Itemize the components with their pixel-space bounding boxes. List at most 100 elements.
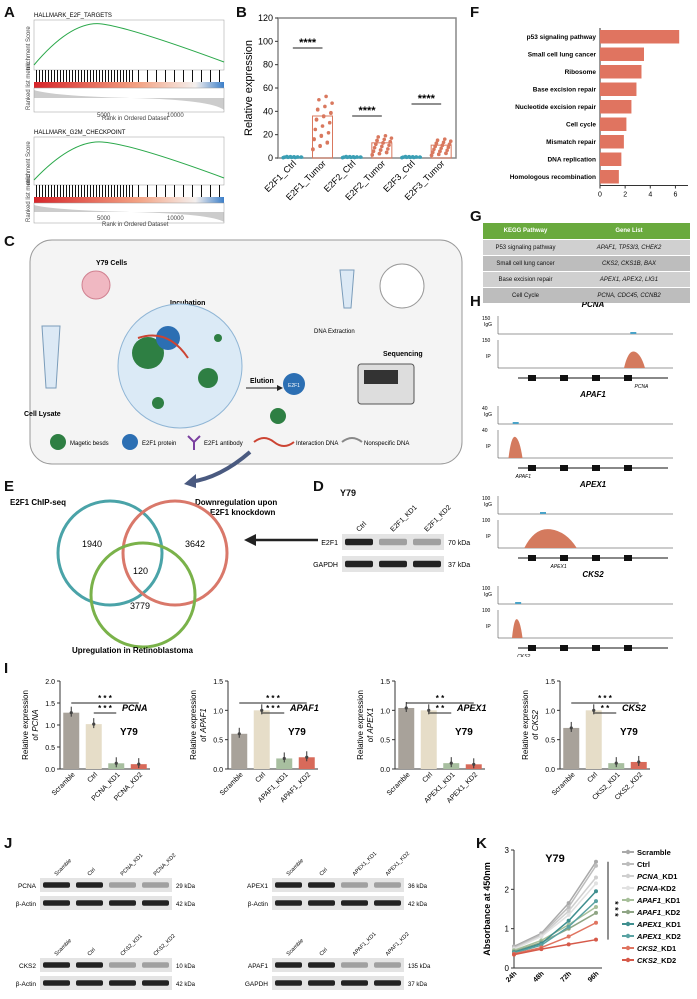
i-bar xyxy=(398,707,415,769)
b-point xyxy=(318,143,322,148)
blot-membrane xyxy=(40,976,172,990)
panel-label-a: A xyxy=(4,4,15,21)
b-point xyxy=(324,94,328,99)
h-ip-peak xyxy=(512,619,523,638)
k-point xyxy=(566,934,571,939)
svg-text:Magetic besds: Magetic besds xyxy=(70,441,109,447)
blot-band xyxy=(275,962,302,968)
i-cell-line: Y79 xyxy=(620,727,638,738)
i-cell-line: Y79 xyxy=(288,727,306,738)
b-point xyxy=(377,151,382,156)
h-ip-max: 40 xyxy=(482,428,488,434)
i-ytick-label: 1.0 xyxy=(213,708,223,715)
f-bar xyxy=(600,47,644,61)
b-point xyxy=(435,138,440,143)
h-ip-max: 100 xyxy=(482,518,491,524)
i-point xyxy=(92,722,96,726)
b-ytick-label: 120 xyxy=(258,13,273,23)
kegg-pathway: P53 signaling pathway xyxy=(495,244,556,251)
f-bar xyxy=(600,65,642,79)
blot-row-name: APAF1 xyxy=(248,963,268,970)
i-xtick-label: Ctrl xyxy=(87,771,100,784)
svg-text:Nonspecific DNA: Nonspecific DNA xyxy=(364,441,409,447)
i-point xyxy=(114,761,118,765)
k-point xyxy=(594,899,598,904)
blot-lane-label: Scamble xyxy=(54,938,73,957)
panel-label-f: F xyxy=(470,4,480,21)
i-point xyxy=(569,726,573,730)
b-ytick-label: 20 xyxy=(263,130,273,140)
venn-count-b: 3642 xyxy=(185,539,205,549)
svg-text:Ranked list metric: Ranked list metric xyxy=(26,174,32,222)
b-point xyxy=(384,150,389,155)
k-legend-label: APAF1_KD1 xyxy=(636,896,680,905)
b-ytick-label: 0 xyxy=(268,153,273,163)
h-igg-signal xyxy=(540,512,546,514)
blot-band xyxy=(43,900,70,906)
k-legend-label: PCNA-KD2 xyxy=(637,884,676,893)
panel-c-workflow: Y79 Cells Cell Lysate Incubation Elution… xyxy=(24,239,463,465)
panel-d-title: Y79 xyxy=(340,488,357,498)
blot-band xyxy=(374,900,401,906)
k-point xyxy=(594,889,598,894)
i-sig-label: * * * xyxy=(98,704,113,713)
venn-circle-a xyxy=(56,499,164,607)
b-point xyxy=(438,149,442,153)
venn-circle-b xyxy=(121,499,229,607)
k-ytick-label: 1 xyxy=(505,925,510,934)
blot-row-name: β-Actin xyxy=(16,981,37,988)
b-point xyxy=(312,137,316,141)
i-ylabel: Relative expressionof APAF1 xyxy=(189,690,208,760)
b-point xyxy=(434,141,439,145)
k-legend-label: APEX1_KD2 xyxy=(636,932,681,941)
blot-lane-label: APAF1_KD2 xyxy=(385,931,411,957)
k-legend-label: APEX1_KD1 xyxy=(636,920,681,929)
i-xtick-label: Scramble xyxy=(386,771,412,797)
b-point xyxy=(358,155,363,159)
b-point xyxy=(372,145,377,150)
f-category-label: Mismatch repair xyxy=(546,139,596,146)
i-xtick-label: Scramble xyxy=(219,771,245,797)
blot-lane-label: APEX1_KD2 xyxy=(385,851,412,878)
b-point xyxy=(412,155,416,160)
b-point xyxy=(314,117,319,122)
k-point xyxy=(512,952,516,957)
i-ytick-label: 1.5 xyxy=(545,679,555,686)
blot-lane-label: CKS2_KD2 xyxy=(153,933,177,957)
elution-label: Elution xyxy=(250,378,274,385)
f-xtick-label: 0 xyxy=(598,192,602,199)
blot-band xyxy=(413,538,441,546)
i-cell-line: Y79 xyxy=(455,727,473,738)
k-point xyxy=(594,863,598,868)
blot-membrane xyxy=(272,896,404,910)
i-point xyxy=(592,708,596,712)
h-igg-signal xyxy=(515,602,522,604)
blot-size: 10 kDa xyxy=(176,964,196,970)
blot-band xyxy=(308,882,335,888)
panel-label-e: E xyxy=(4,478,15,495)
i-bar xyxy=(231,733,248,769)
k-legend-label: CKS2_KD2 xyxy=(637,956,676,965)
b-point xyxy=(326,131,331,135)
f-category-label: Base excision repair xyxy=(533,86,597,93)
blot-band xyxy=(341,980,368,986)
gsea-hits-1 xyxy=(34,70,224,82)
gsea-title-2: HALLMARK_G2M_CHECKPOINT xyxy=(34,130,126,136)
kegg-pathway: Small cell lung cancer xyxy=(496,260,555,267)
blot-membrane xyxy=(40,958,172,972)
i-ylabel: Relative expressionof PCNA xyxy=(21,690,40,760)
blot-lane-label: Scamble xyxy=(286,938,305,957)
b-point xyxy=(383,133,388,138)
k-legend-label: PCNA_KD1 xyxy=(637,872,677,881)
b-sig-label: **** xyxy=(418,93,436,105)
h-igg-max: 40 xyxy=(482,406,488,412)
i-point xyxy=(472,762,476,766)
k-ytick-label: 3 xyxy=(505,846,510,855)
svg-text:E2F1 protein: E2F1 protein xyxy=(142,441,176,447)
